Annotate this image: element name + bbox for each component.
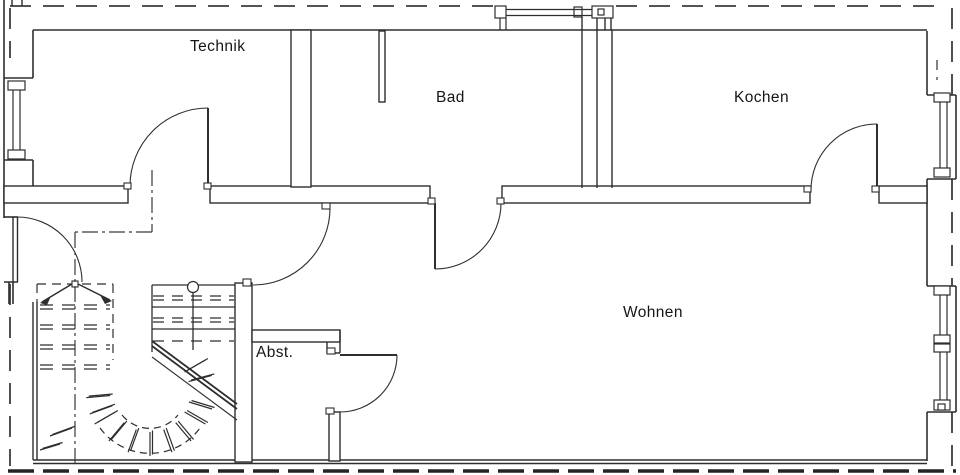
corner-tick-marks [11, 0, 23, 6]
room-label-kochen: Kochen [734, 89, 789, 106]
roof-overhang-dashed-line [9, 5, 953, 466]
stair-winder-fan [39, 357, 216, 456]
room-label-technik: Technik [190, 38, 246, 55]
section-cut-line [74, 170, 153, 467]
door-kochen [803, 123, 880, 193]
window-top-wall [494, 5, 614, 30]
doors [12, 107, 880, 415]
room-label-abstellraum: Abst. [256, 344, 294, 361]
room-label-bad: Bad [436, 89, 465, 106]
windows [7, 5, 951, 411]
interior-walls [3, 8, 928, 463]
window-right-wall-upper [933, 60, 951, 178]
door-wohnen [242, 202, 331, 287]
staircase [36, 280, 238, 456]
door-technik [123, 107, 212, 190]
door-entrance [12, 216, 83, 283]
stair-lower-flight [151, 280, 238, 421]
door-abstellraum [325, 347, 398, 415]
window-left-wall [7, 80, 26, 160]
window-right-wall-lower [933, 285, 951, 411]
room-label-wohnen: Wohnen [623, 304, 683, 321]
stair-direction-arrows [40, 280, 112, 305]
door-bad [427, 197, 505, 270]
